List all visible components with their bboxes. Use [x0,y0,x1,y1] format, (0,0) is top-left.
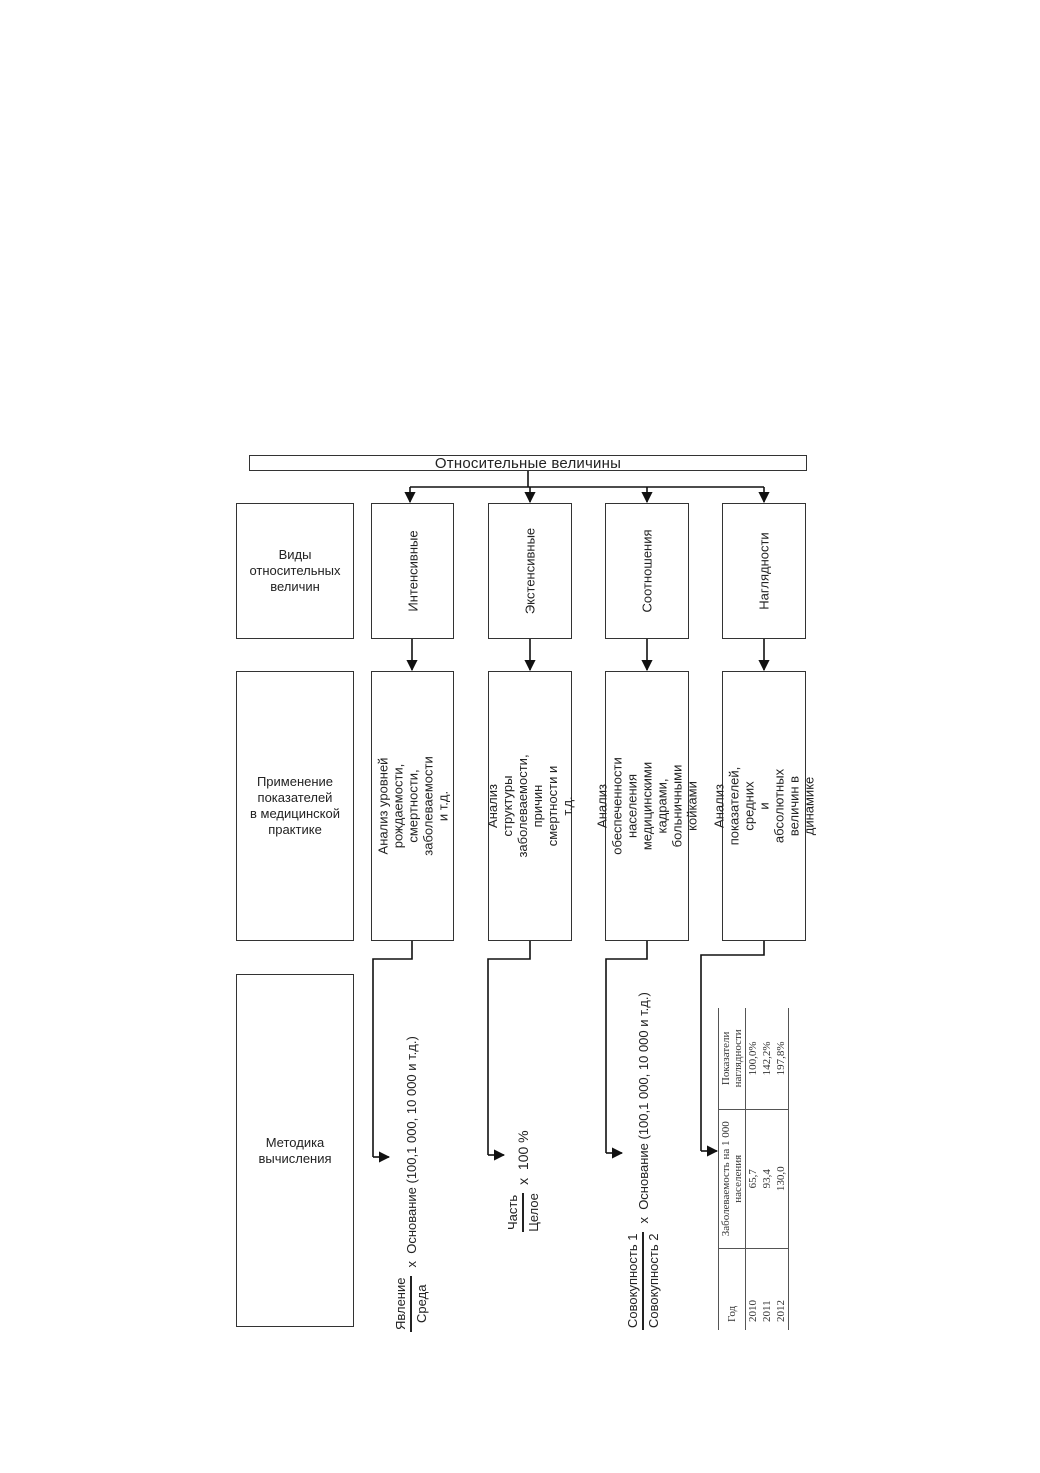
table-header-row: Год Заболеваемость на 1 000 населения По… [718,1008,746,1330]
denominator-extensive: Целое [526,1193,541,1232]
application-text-ratio: Анализ обеспеченности населения медицинс… [594,757,700,855]
application-box-visual: Анализ показателей, средних и абсолютных… [712,671,817,941]
table-cell-indicator: 197,8% [774,1008,789,1110]
row-header-method: Методика вычисления [236,974,354,1327]
denominator-ratio: Совокупность 2 [646,1233,661,1328]
type-box-extensive: Экстенсивные [488,503,572,639]
table-header-year: Год [726,1305,738,1322]
type-label-visual: Наглядности [756,532,772,610]
diagram-title: Относительные величины [249,455,807,472]
table-cell-indicator: 100,0% [745,1008,760,1110]
table-row: 2011 93,4 142,2% [760,1008,774,1330]
application-text-extensive: Анализ структуры заболеваемости, причин … [485,754,575,858]
type-label-extensive: Экстенсивные [522,527,538,615]
table-cell-morbidity: 65,7 [745,1109,760,1249]
table-cell-year: 2011 [761,1300,773,1322]
table-cell-year: 2012 [775,1300,787,1322]
table-cell-morbidity: 93,4 [760,1109,774,1249]
type-label-ratio: Соотношения [639,529,655,613]
formula-intensive: Явление Среда x Основание (100,1 000, 10… [393,1036,429,1332]
fraction-ratio: Совокупность 1 Совокупность 2 [625,1231,661,1330]
fraction-intensive: Явление Среда [393,1275,429,1332]
numerator-extensive: Часть [505,1192,524,1232]
table-cell-morbidity: 130,0 [774,1109,789,1249]
table-cell-year: 2010 [747,1300,759,1322]
row-header-types: Виды относительных величин [236,503,354,639]
multiplier-ratio: x Основание (100,1 000, 10 000 и т.д.) [635,992,651,1224]
fraction-extensive: Часть Целое [505,1192,541,1232]
application-box-intensive: Анализ уровней рождаемости, смертности, … [371,671,454,941]
table-row: 2010 65,7 100,0% [745,1008,760,1330]
table-cell-indicator: 142,2% [760,1008,774,1110]
type-box-ratio: Соотношения [605,503,689,639]
table-header-indicator: Показатели наглядности [718,1008,746,1110]
visual-table-wrap: Год Заболеваемость на 1 000 населения По… [718,1008,789,1330]
denominator-intensive: Среда [414,1284,429,1323]
application-box-ratio: Анализ обеспеченности населения медицинс… [595,671,700,941]
row-header-application: Применение показателей в медицинской пра… [236,671,354,941]
application-text-intensive: Анализ уровней рождаемости, смертности, … [375,756,450,856]
multiplier-extensive: x 100 % [515,1130,531,1185]
table-header-morbidity: Заболеваемость на 1 000 населения [718,1109,746,1249]
table-row: 2012 130,0 197,8% [774,1008,789,1330]
visual-indicators-table: Год Заболеваемость на 1 000 населения По… [718,1008,789,1330]
multiplier-intensive: x Основание (100,1 000, 10 000 и т.д.) [403,1036,419,1268]
numerator-ratio: Совокупность 1 [625,1231,644,1330]
type-box-intensive: Интенсивные [371,503,454,639]
formula-ratio: Совокупность 1 Совокупность 2 x Основани… [625,992,661,1330]
numerator-intensive: Явление [393,1275,412,1332]
application-box-extensive: Анализ структуры заболеваемости, причин … [485,671,575,941]
type-label-intensive: Интенсивные [405,530,420,612]
type-box-visual: Наглядности [722,503,806,639]
application-text-visual: Анализ показателей, средних и абсолютных… [711,766,817,846]
formula-extensive: Часть Целое x 100 % [505,1130,541,1232]
